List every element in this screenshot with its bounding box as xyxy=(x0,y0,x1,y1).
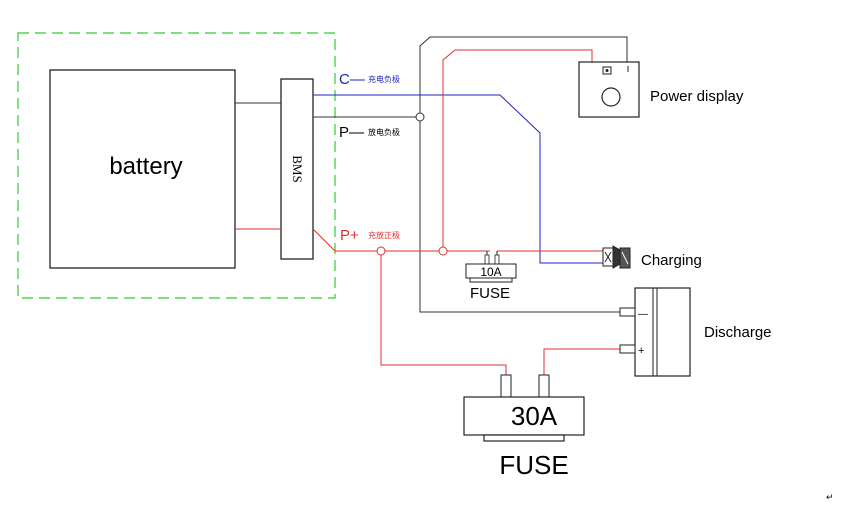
big-fuse-output-wire xyxy=(543,348,620,375)
big-fuse-icon xyxy=(463,374,585,442)
terminal-icon xyxy=(619,287,691,377)
negative-trunk-bottom xyxy=(419,121,622,313)
discharge-plus-sign: + xyxy=(638,345,644,357)
p-plus-junction-right xyxy=(438,246,448,256)
p-minus-junction xyxy=(415,112,425,122)
p-plus-note: 充放正极 xyxy=(368,230,400,240)
fuse-icon xyxy=(465,251,517,283)
return-mark: ↵ xyxy=(826,492,834,502)
big-fuse-rating: 30A xyxy=(511,401,558,431)
c-minus-label: C— xyxy=(339,71,365,88)
discharge-minus-sign: — xyxy=(638,309,648,320)
discharge-label: Discharge xyxy=(704,324,772,341)
small-fuse-rating: 10A xyxy=(480,265,501,279)
c-minus-note: 充电负极 xyxy=(368,74,400,84)
negative-trunk-top xyxy=(419,36,628,113)
bms-block xyxy=(280,78,314,260)
power-display-label: Power display xyxy=(650,88,744,105)
p-minus-label: P— xyxy=(339,124,364,141)
battery-block xyxy=(49,69,236,269)
p-plus-junction-left xyxy=(376,246,386,256)
battery-pack-enclosure xyxy=(17,32,336,299)
big-fuse-label: FUSE xyxy=(499,450,568,480)
charging-label: Charging xyxy=(641,252,702,269)
bms-label: BMS xyxy=(290,155,305,182)
c-minus-wire xyxy=(313,94,603,264)
small-fuse-label: FUSE xyxy=(470,285,510,302)
connector-icon xyxy=(602,245,631,269)
p-plus-wire xyxy=(312,228,490,252)
battery-label: battery xyxy=(109,153,182,180)
display-positive-wire xyxy=(442,49,593,247)
p-minus-note: 放电负极 xyxy=(368,127,400,137)
p-plus-label: P+ xyxy=(340,227,359,244)
power-display-icon xyxy=(578,61,640,118)
big-fuse-input-wire xyxy=(380,255,507,375)
